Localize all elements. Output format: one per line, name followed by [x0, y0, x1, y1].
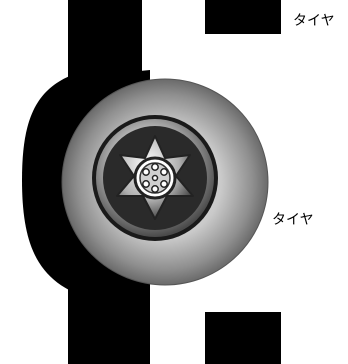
tire-label-middle: タイヤ	[272, 213, 314, 227]
wheel-rim	[92, 115, 218, 241]
tire-label-top: タイヤ	[293, 14, 335, 28]
